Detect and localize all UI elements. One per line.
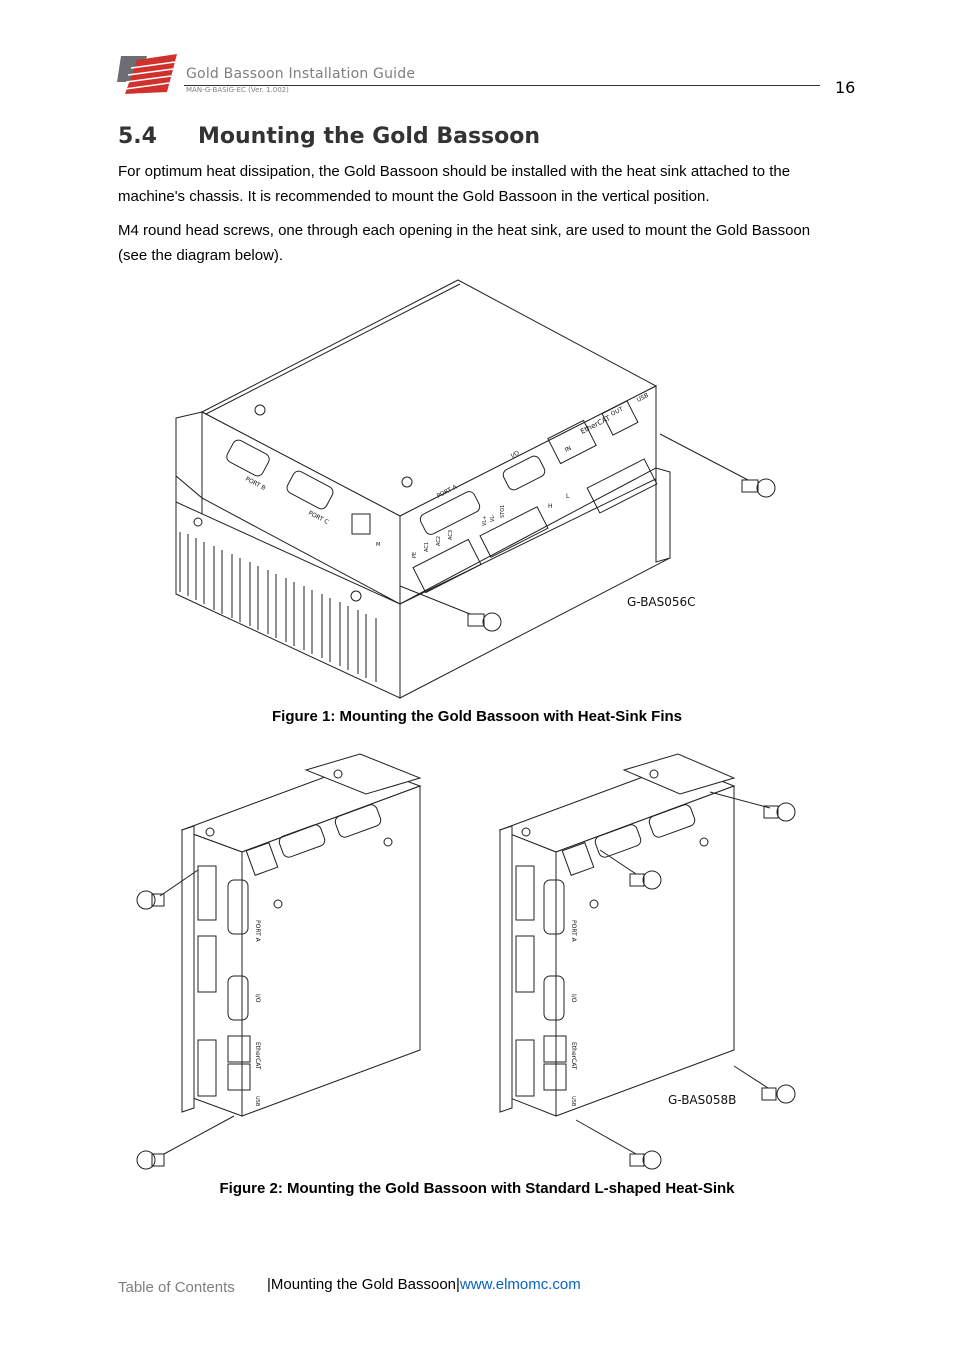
f2-left-io: I/O [254, 994, 261, 1003]
label-sto1: STO1 [500, 505, 506, 518]
label-m: M [376, 542, 380, 548]
figure1-code: G-BAS056C [627, 595, 696, 609]
label-usb: USB [636, 392, 650, 404]
figure2-left-unit: PORT A I/O EtherCAT USB [136, 753, 422, 1170]
label-pe: PE [412, 552, 418, 558]
label-l: L [566, 493, 570, 500]
figure1-caption: Figure 1: Mounting the Gold Bassoon with… [271, 708, 682, 725]
section-title: Mounting the Gold Bassoon [198, 124, 541, 149]
header-title: Gold Bassoon Installation Guide [186, 66, 416, 82]
figure2-drawing: PORT A I/O EtherCAT USB PORT A I/O Ether… [136, 753, 796, 1170]
paragraph-m4-screws: M4 round head screws, one through each o… [118, 222, 811, 264]
footer-table-of-contents-link[interactable]: Table of Contents [118, 1279, 235, 1296]
f2-right-port-a: PORT A [570, 920, 577, 943]
label-vl-minus: VL- [490, 514, 496, 522]
section-heading: 5.4 Mounting the Gold Bassoon [118, 124, 540, 149]
label-in: IN [564, 445, 573, 454]
footer-section: |Mounting the Gold Bassoon|www.elmomc.co… [267, 1276, 581, 1293]
f2-left-ethercat: EtherCAT [254, 1042, 261, 1070]
page-number: 16 [835, 78, 856, 97]
label-io: I/O [510, 450, 521, 460]
f2-left-port-a: PORT A [254, 920, 261, 943]
figure2-caption: Figure 2: Mounting the Gold Bassoon with… [219, 1180, 735, 1197]
header-doc-id: MAN-G-BASIG-EC (Ver. 1.002) [186, 86, 289, 94]
label-ac1: AC1 [424, 542, 430, 552]
f2-left-usb: USB [254, 1096, 260, 1107]
section-number: 5.4 [118, 124, 157, 149]
f2-right-usb: USB [570, 1096, 576, 1107]
figure1-drawing: G-BAS056C PORT B PORT C PORT A I/O Ether… [175, 279, 776, 699]
figure2-code: G-BAS058B [668, 1093, 736, 1107]
paragraph-heat-dissipation: For optimum heat dissipation, the Gold B… [118, 163, 791, 205]
label-h: H [548, 503, 553, 510]
f2-right-io: I/O [570, 994, 577, 1003]
label-vl-plus: VL+ [482, 516, 488, 526]
header-rule [184, 85, 820, 86]
f2-right-ethercat: EtherCAT [570, 1042, 577, 1070]
elmo-logo [117, 54, 177, 94]
footer-section-label: |Mounting the Gold Bassoon| [267, 1276, 460, 1293]
figure2-right-unit: PORT A I/O EtherCAT USB G-BAS058B [498, 753, 796, 1170]
footer-website-link[interactable]: www.elmomc.com [459, 1276, 581, 1293]
label-ac3: AC3 [448, 530, 454, 540]
label-ac2: AC2 [436, 536, 442, 546]
